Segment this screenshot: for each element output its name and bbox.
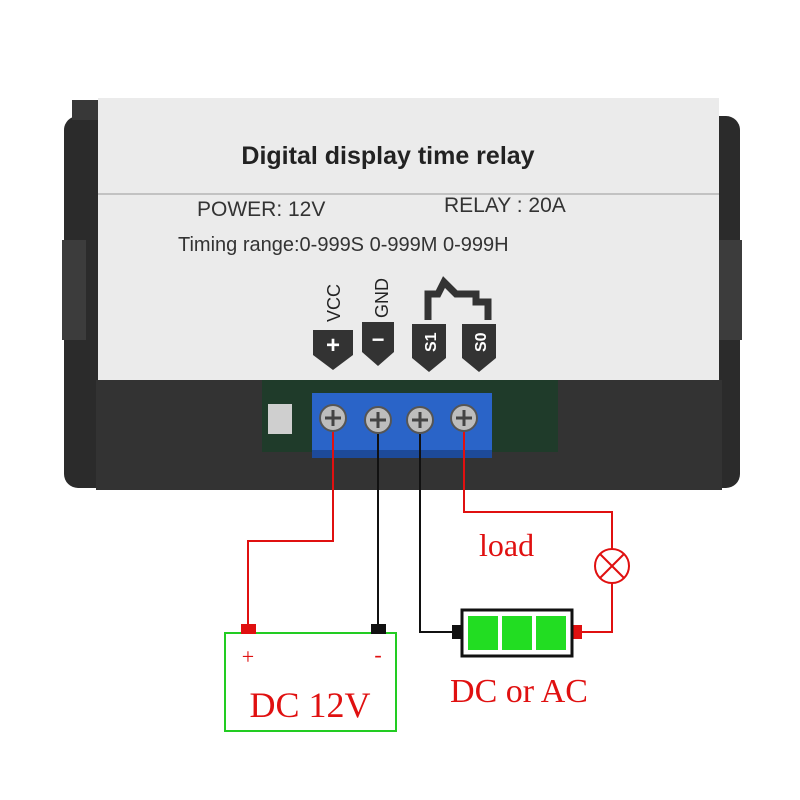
left-clip — [62, 240, 86, 340]
battery-cell-3 — [536, 616, 566, 650]
wire-load-to-supply — [582, 583, 613, 633]
screw-gnd — [364, 406, 392, 434]
terminal-block-base — [312, 450, 492, 458]
screw-s1 — [406, 406, 434, 434]
battery-negative-cap — [452, 625, 462, 639]
terminal-marking-vcc: VCC + — [313, 284, 353, 370]
positive-sign: + — [242, 644, 254, 669]
timing-range: Timing range:0-999S 0-999M 0-999H — [178, 234, 509, 256]
switch-contact-icon — [424, 276, 492, 320]
terminal-marking-gnd: GND − — [362, 278, 394, 366]
terminal-marking-s1: S1 — [412, 324, 446, 372]
wire-s0-to-load — [463, 432, 613, 549]
minus-symbol: − — [372, 327, 385, 352]
battery-cell-2 — [502, 616, 532, 650]
vcc-label: VCC — [324, 284, 344, 322]
relay-spec: RELAY : 20A — [444, 194, 566, 217]
gnd-tag — [362, 322, 394, 366]
terminal-block — [312, 393, 492, 458]
wire-s1-to-supply — [419, 434, 458, 633]
panel-title: Digital display time relay — [241, 142, 534, 170]
wire-vcc-positive — [247, 432, 334, 626]
pcb-component — [268, 404, 292, 434]
label-panel: Digital display time relay POWER: 12V RE… — [98, 98, 719, 380]
power-source: + - DC 12V — [224, 624, 397, 732]
negative-terminal — [371, 624, 386, 634]
power-source-label: DC 12V — [249, 685, 370, 725]
battery-icon — [452, 608, 582, 658]
gnd-label: GND — [372, 278, 392, 318]
right-clip — [718, 240, 742, 340]
label-panel-background — [98, 98, 719, 380]
s1-tag — [412, 324, 446, 372]
positive-terminal — [241, 624, 256, 634]
screw-vcc — [319, 404, 347, 432]
power-source-box — [224, 632, 397, 732]
power-spec: POWER: 12V — [197, 198, 325, 221]
s1-label: S1 — [423, 332, 440, 352]
s0-label: S0 — [473, 332, 490, 352]
battery-positive-cap — [572, 625, 582, 639]
screw-s0 — [450, 404, 478, 432]
terminal-marking-s0: S0 — [462, 324, 496, 372]
s0-tag — [462, 324, 496, 372]
vcc-tag — [313, 330, 353, 370]
supply-type-label: DC or AC — [450, 673, 588, 710]
plus-symbol: + — [326, 332, 340, 359]
load-label: load — [479, 527, 534, 563]
battery-cell-1 — [468, 616, 498, 650]
wires — [247, 432, 613, 633]
load-lamp-icon — [594, 548, 630, 584]
negative-sign: - — [374, 642, 381, 667]
